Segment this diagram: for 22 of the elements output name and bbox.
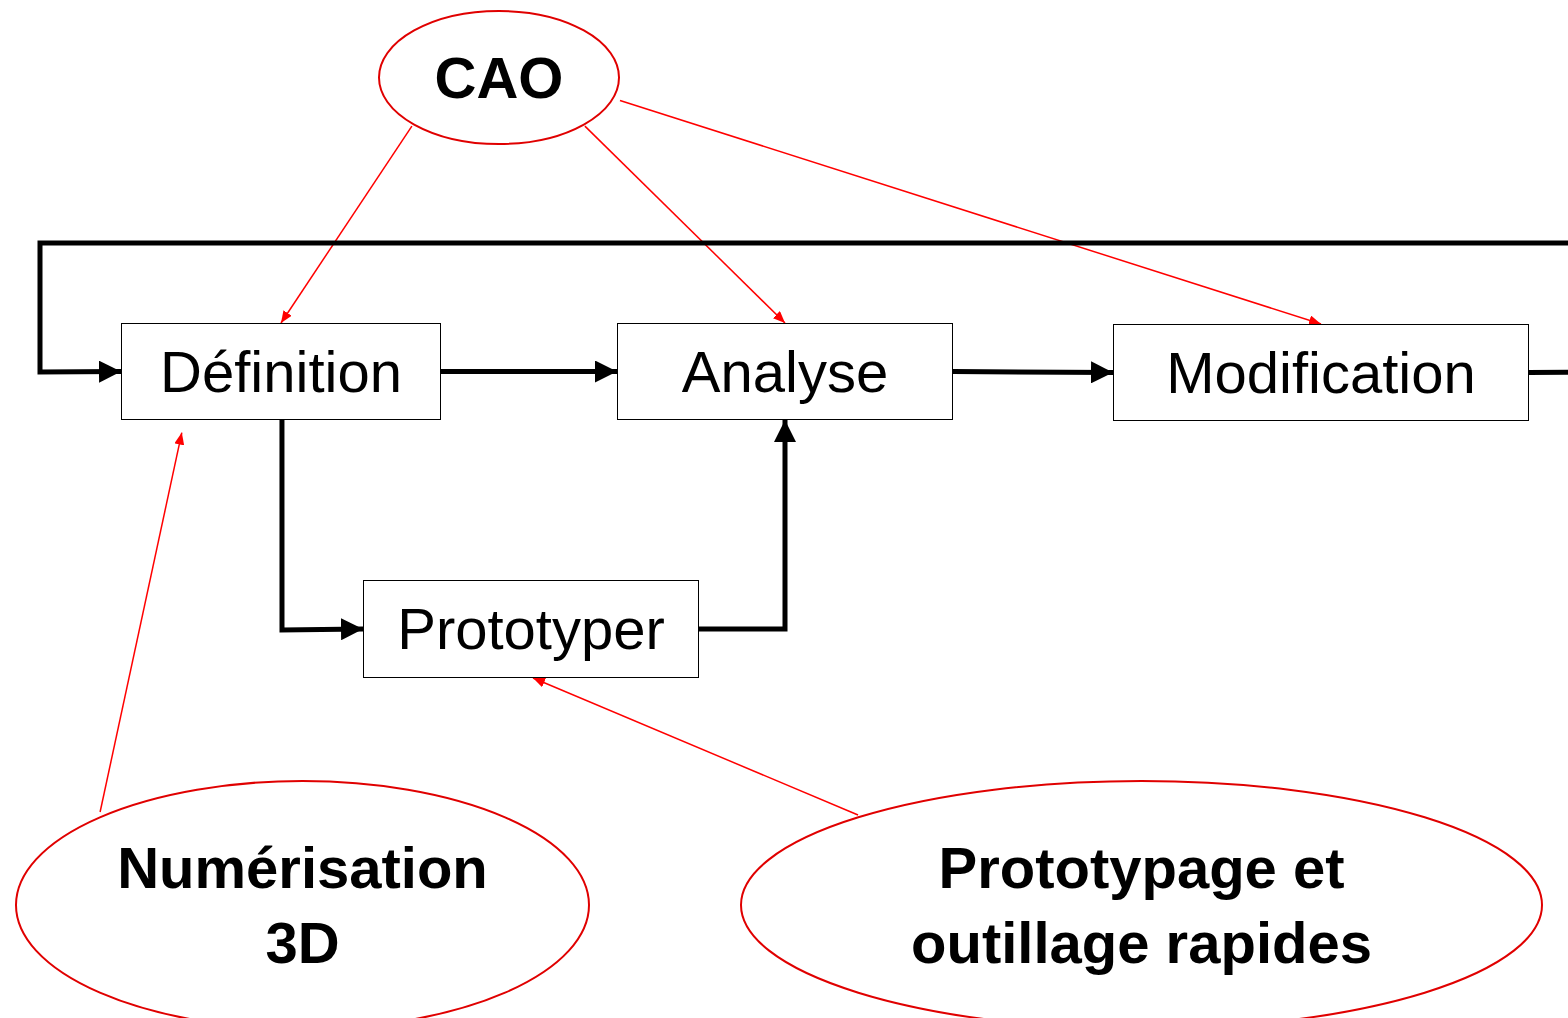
arrow [280,125,413,324]
process-box [363,580,699,678]
node-label: Prototyper [397,595,665,664]
arrow [532,677,859,816]
thick-arrow [279,420,364,641]
process-box [121,323,441,420]
node-label: CAO [434,43,564,112]
process-box [617,323,953,420]
node-label: Modification [1166,338,1476,407]
node-label: Numérisation 3D [116,833,489,977]
arrow [99,431,185,813]
thick-arrow [699,420,796,632]
node-label: Prototypage et outillage rapides [910,833,1373,977]
arrow [584,125,786,324]
process-box [1113,324,1529,421]
ellipse-node [378,10,620,145]
thick-arrow [37,240,1568,383]
thick-arrow [953,361,1113,384]
node-label: Définition [160,337,402,406]
node-label: Analyse [681,337,889,406]
thick-arrow [441,360,617,383]
arrow [619,99,1322,326]
